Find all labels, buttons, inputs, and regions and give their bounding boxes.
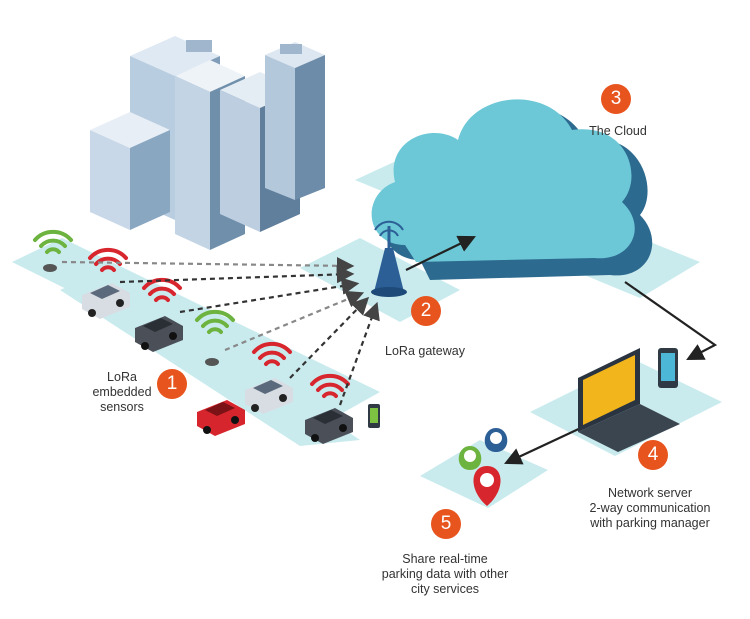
phone-icon bbox=[658, 348, 678, 388]
step-2-badge: 2 bbox=[411, 296, 441, 326]
sensor-icon bbox=[43, 264, 219, 366]
step-5-badge: 5 bbox=[431, 509, 461, 539]
laptop-icon bbox=[578, 348, 680, 452]
building-icon bbox=[90, 36, 325, 250]
step-4-badge: 4 bbox=[638, 440, 668, 470]
step-3-label: The Cloud bbox=[589, 124, 647, 138]
step-2-label: LoRa gateway bbox=[385, 344, 465, 358]
antenna-tower-icon bbox=[371, 220, 407, 297]
flow-arrows bbox=[405, 235, 718, 465]
step-3-badge: 3 bbox=[601, 84, 631, 114]
location-pin-icon bbox=[458, 428, 508, 506]
cloud-icon bbox=[371, 99, 653, 280]
car-icon bbox=[82, 283, 353, 444]
step-1-badge: 1 bbox=[157, 369, 187, 399]
phone-icon-street bbox=[368, 404, 380, 428]
signal-lines bbox=[61, 257, 380, 406]
